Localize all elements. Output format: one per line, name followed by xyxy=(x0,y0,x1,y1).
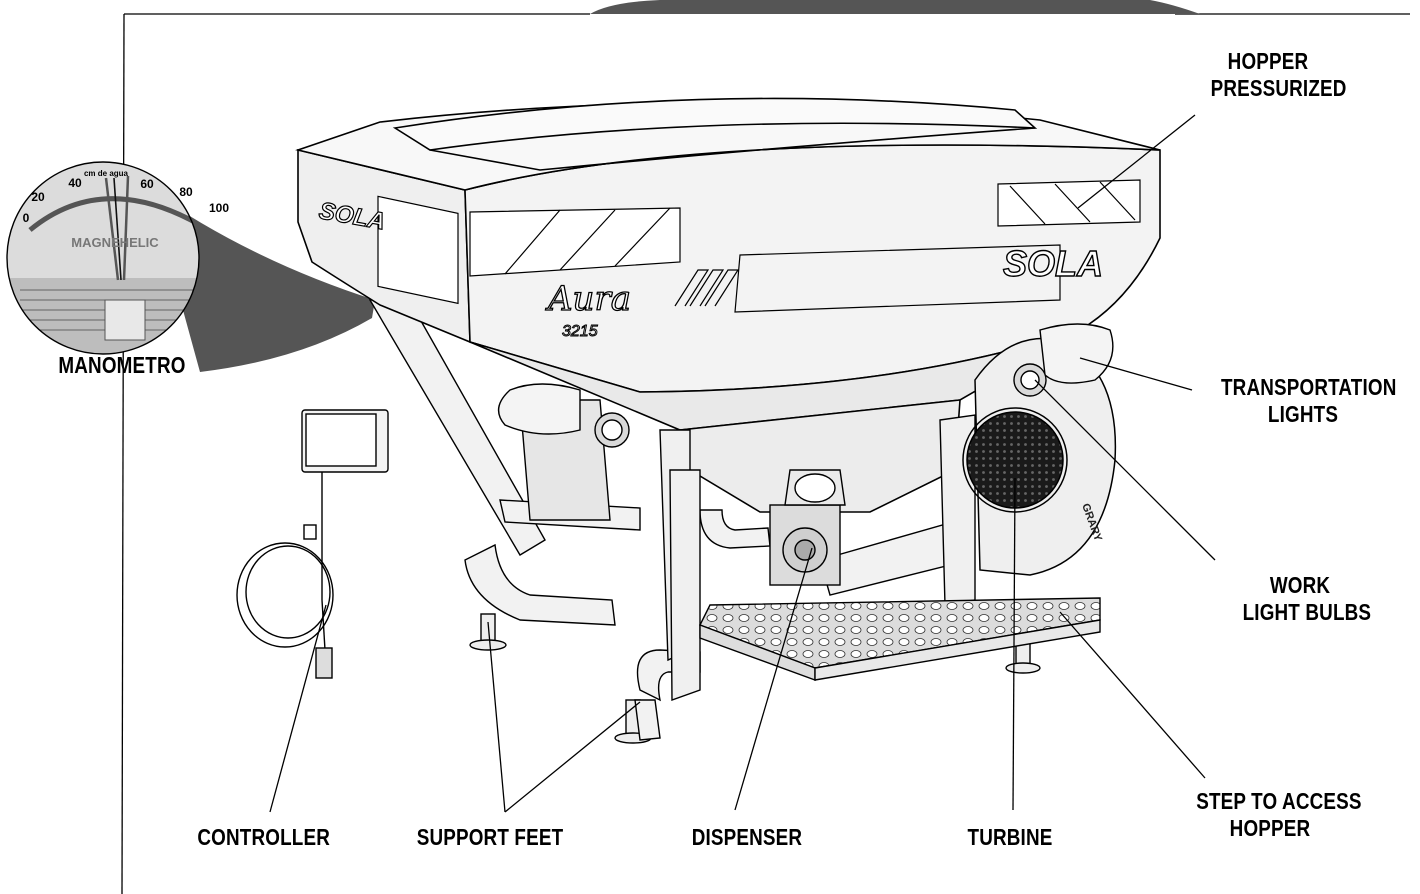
page-frame xyxy=(121,0,1410,894)
leader-support-left xyxy=(487,621,506,813)
label-line: DISPENSER xyxy=(691,824,803,850)
leader-dispenser xyxy=(734,547,813,811)
label-line: TURBINE xyxy=(967,824,1053,850)
model-stripes xyxy=(674,244,1061,313)
label-line: CONTROLLER xyxy=(197,824,331,850)
label-transportation-lights: TRANSPORTATION LIGHTS xyxy=(1221,374,1397,428)
label-line: HOPPER xyxy=(1227,48,1309,74)
label-line: HOPPER xyxy=(1229,815,1311,841)
gauge-tick-100: 100 xyxy=(209,201,229,215)
gauge-tick-0: 0 xyxy=(23,211,30,225)
hazard-stripes xyxy=(377,179,1141,305)
label-line: STEP TO ACCESS xyxy=(1196,788,1362,814)
step-drawing xyxy=(699,597,1101,682)
model-number: 3215 xyxy=(562,323,598,340)
manometro-callout-wedge xyxy=(150,190,375,372)
label-hopper-pressurized: HOPPER PRESSURIZED xyxy=(1210,48,1347,102)
lights-drawing xyxy=(497,323,1114,448)
air-pipes xyxy=(368,297,971,741)
leader-hopper xyxy=(1077,114,1196,209)
leader-transportation xyxy=(1079,357,1193,391)
leader-lines xyxy=(269,114,1216,813)
gauge-text: cm de agua 0 20 40 60 80 100 MAGNEHELIC xyxy=(23,169,230,250)
label-line: TRANSPORTATION xyxy=(1221,374,1397,400)
gauge-unit: cm de agua xyxy=(84,169,129,178)
label-step-to-access-hopper: STEP TO ACCESS HOPPER xyxy=(1196,788,1362,842)
label-turbine: TURBINE xyxy=(961,824,1059,851)
leader-controller xyxy=(269,604,327,813)
leader-work-light xyxy=(1034,379,1216,561)
gauge-tick-20: 20 xyxy=(31,190,45,204)
gauge-brand: MAGNEHELIC xyxy=(71,235,159,250)
label-line: WORK xyxy=(1269,572,1331,598)
label-work-light-bulbs: WORK LIGHT BULBS xyxy=(1242,572,1372,626)
gauge-tick-40: 40 xyxy=(68,176,82,190)
turbine-drawing xyxy=(962,337,1117,576)
model-name: Aura xyxy=(545,279,631,319)
gauge-tick-80: 80 xyxy=(179,185,193,199)
label-manometro: MANOMETRO xyxy=(56,352,187,379)
controller-drawing xyxy=(236,409,389,679)
label-line: SUPPORT FEET xyxy=(416,824,564,850)
label-line: MANOMETRO xyxy=(58,352,186,378)
label-controller: CONTROLLER xyxy=(197,824,331,851)
leader-step xyxy=(1059,611,1206,779)
label-line: LIGHT BULBS xyxy=(1242,599,1372,625)
label-line: PRESSURIZED xyxy=(1210,75,1347,101)
sola-logo-front: SOLA xyxy=(1003,243,1103,284)
label-line: LIGHTS xyxy=(1267,401,1339,427)
label-dispenser: DISPENSER xyxy=(691,824,803,851)
leader-turbine xyxy=(1012,477,1016,811)
label-support-feet: SUPPORT FEET xyxy=(416,824,564,851)
gauge-tick-60: 60 xyxy=(140,177,154,191)
chassis-frame xyxy=(519,399,976,701)
leader-support-right xyxy=(504,701,641,813)
